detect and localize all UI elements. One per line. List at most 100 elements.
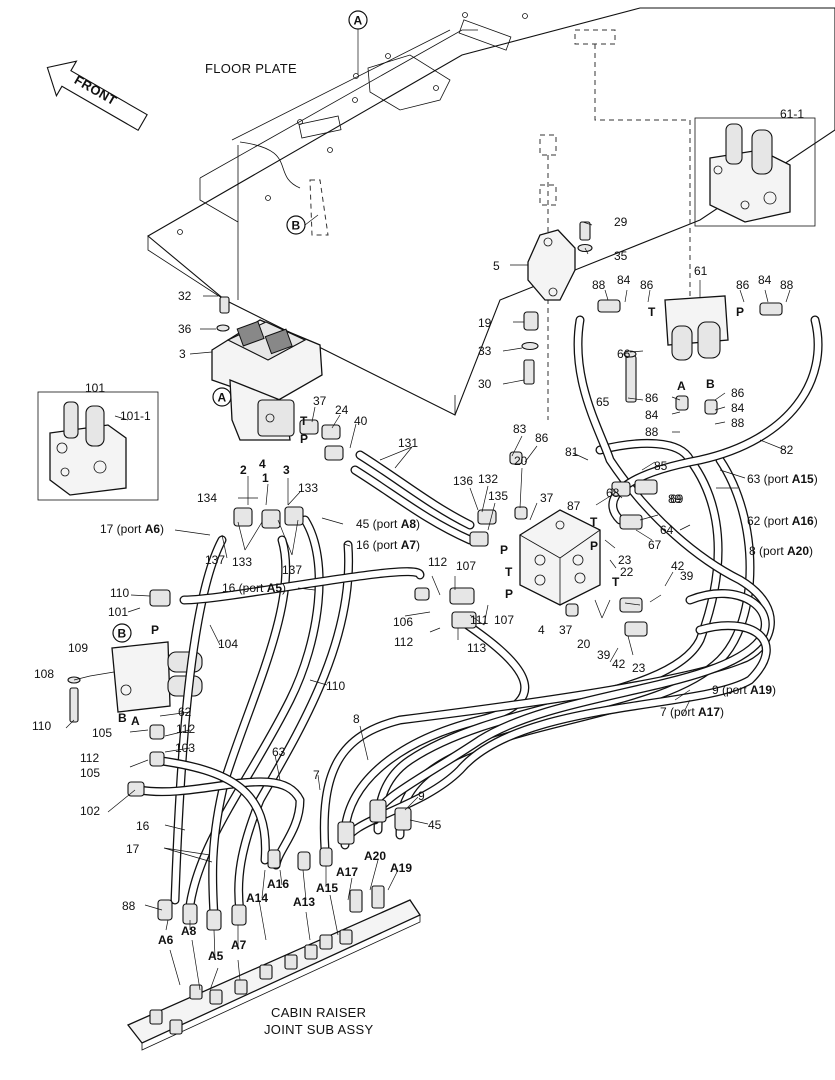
svg-text:9: 9 xyxy=(418,789,425,803)
svg-text:82: 82 xyxy=(780,443,794,457)
svg-text:112: 112 xyxy=(394,635,413,649)
svg-text:101: 101 xyxy=(85,381,105,395)
svg-text:1: 1 xyxy=(262,471,269,485)
svg-text:110: 110 xyxy=(110,586,129,600)
svg-text:86: 86 xyxy=(731,386,745,400)
svg-text:108: 108 xyxy=(34,667,54,681)
svg-text:105: 105 xyxy=(92,726,112,740)
svg-text:4: 4 xyxy=(259,457,266,471)
svg-text:42: 42 xyxy=(612,657,626,671)
svg-text:B: B xyxy=(118,711,127,725)
manifold-block-4 xyxy=(519,509,601,606)
svg-text:86: 86 xyxy=(736,278,750,292)
svg-text:112: 112 xyxy=(80,751,99,765)
svg-text:29: 29 xyxy=(614,215,628,229)
svg-text:30: 30 xyxy=(478,377,492,391)
svg-text:101: 101 xyxy=(108,605,128,619)
valve-61 xyxy=(623,295,729,403)
svg-text:16: 16 xyxy=(136,819,150,833)
svg-text:84: 84 xyxy=(617,273,631,287)
svg-text:37: 37 xyxy=(559,623,573,637)
front-arrow xyxy=(46,60,148,132)
svg-text:134: 134 xyxy=(197,491,217,505)
svg-text:3: 3 xyxy=(283,463,290,477)
svg-text:A8: A8 xyxy=(181,924,197,938)
svg-text:T: T xyxy=(505,565,513,579)
svg-text:35: 35 xyxy=(614,249,628,263)
svg-text:A17: A17 xyxy=(336,865,358,879)
svg-text:87: 87 xyxy=(567,499,581,513)
svg-text:137: 137 xyxy=(282,563,302,577)
svg-text:88: 88 xyxy=(645,425,659,439)
svg-text:67: 67 xyxy=(648,538,662,552)
svg-text:2: 2 xyxy=(240,463,247,477)
svg-text:37: 37 xyxy=(540,491,554,505)
svg-text:88: 88 xyxy=(122,899,136,913)
svg-text:61-1: 61-1 xyxy=(780,107,804,121)
svg-text:9 (port A19): 9 (port A19) xyxy=(712,683,776,697)
svg-text:A20: A20 xyxy=(364,849,386,863)
svg-text:86: 86 xyxy=(645,391,659,405)
svg-text:69: 69 xyxy=(670,492,684,506)
svg-text:39: 39 xyxy=(597,648,611,662)
svg-text:86: 86 xyxy=(535,431,549,445)
svg-text:104: 104 xyxy=(218,637,238,651)
svg-text:P: P xyxy=(736,305,744,319)
svg-text:32: 32 xyxy=(178,289,192,303)
cabin-raiser-title-1: CABIN RAISER xyxy=(271,1005,366,1020)
svg-text:16 (port A5): 16 (port A5) xyxy=(222,581,286,595)
svg-text:A16: A16 xyxy=(267,877,289,891)
svg-text:39: 39 xyxy=(680,569,694,583)
svg-text:86: 86 xyxy=(640,278,654,292)
svg-text:A: A xyxy=(354,14,363,28)
svg-text:17 (port A6): 17 (port A6) xyxy=(100,522,164,536)
svg-text:131: 131 xyxy=(398,436,418,450)
svg-text:22: 22 xyxy=(620,565,634,579)
svg-text:84: 84 xyxy=(731,401,745,415)
svg-text:45 (port A8): 45 (port A8) xyxy=(356,517,420,531)
svg-text:19: 19 xyxy=(478,316,492,330)
svg-text:101-1: 101-1 xyxy=(120,409,151,423)
svg-text:42: 42 xyxy=(671,559,685,573)
svg-text:37: 37 xyxy=(313,394,327,408)
svg-text:105: 105 xyxy=(80,766,100,780)
svg-text:7: 7 xyxy=(313,768,320,782)
svg-text:8 (port A20): 8 (port A20) xyxy=(749,544,813,558)
port-letters: T P T P A B P T P T P T P B A xyxy=(118,305,744,728)
svg-text:68: 68 xyxy=(606,486,620,500)
svg-text:33: 33 xyxy=(478,344,492,358)
svg-text:24: 24 xyxy=(335,403,349,417)
svg-text:7 (port A17): 7 (port A17) xyxy=(660,705,724,719)
svg-text:62 (port A16): 62 (port A16) xyxy=(747,514,818,528)
svg-text:113: 113 xyxy=(467,641,486,655)
bracket-5 xyxy=(521,221,593,385)
svg-text:64: 64 xyxy=(660,523,674,537)
svg-text:A: A xyxy=(218,391,227,405)
svg-text:102: 102 xyxy=(80,804,100,818)
svg-text:63: 63 xyxy=(272,745,286,759)
svg-text:109: 109 xyxy=(68,641,88,655)
floor-plate-title: FLOOR PLATE xyxy=(205,61,297,76)
svg-text:A14: A14 xyxy=(246,891,268,905)
svg-text:A13: A13 xyxy=(293,895,315,909)
svg-text:A19: A19 xyxy=(390,861,412,875)
detail-box-101 xyxy=(37,391,159,501)
svg-text:8: 8 xyxy=(353,712,360,726)
svg-text:B: B xyxy=(706,377,715,391)
svg-text:88: 88 xyxy=(731,416,745,430)
svg-text:A15: A15 xyxy=(316,881,338,895)
svg-text:T: T xyxy=(648,305,656,319)
svg-text:23: 23 xyxy=(618,553,632,567)
svg-text:45: 45 xyxy=(428,818,442,832)
svg-text:3: 3 xyxy=(179,347,186,361)
hoses xyxy=(127,299,823,1035)
svg-text:A: A xyxy=(677,379,686,393)
svg-text:135: 135 xyxy=(488,489,508,503)
svg-text:83: 83 xyxy=(513,422,527,436)
svg-text:T: T xyxy=(612,575,620,589)
floor-plate xyxy=(147,7,835,420)
svg-text:111: 111 xyxy=(470,613,489,627)
svg-text:T: T xyxy=(590,515,598,529)
svg-text:65: 65 xyxy=(596,395,610,409)
svg-text:B: B xyxy=(292,219,301,233)
